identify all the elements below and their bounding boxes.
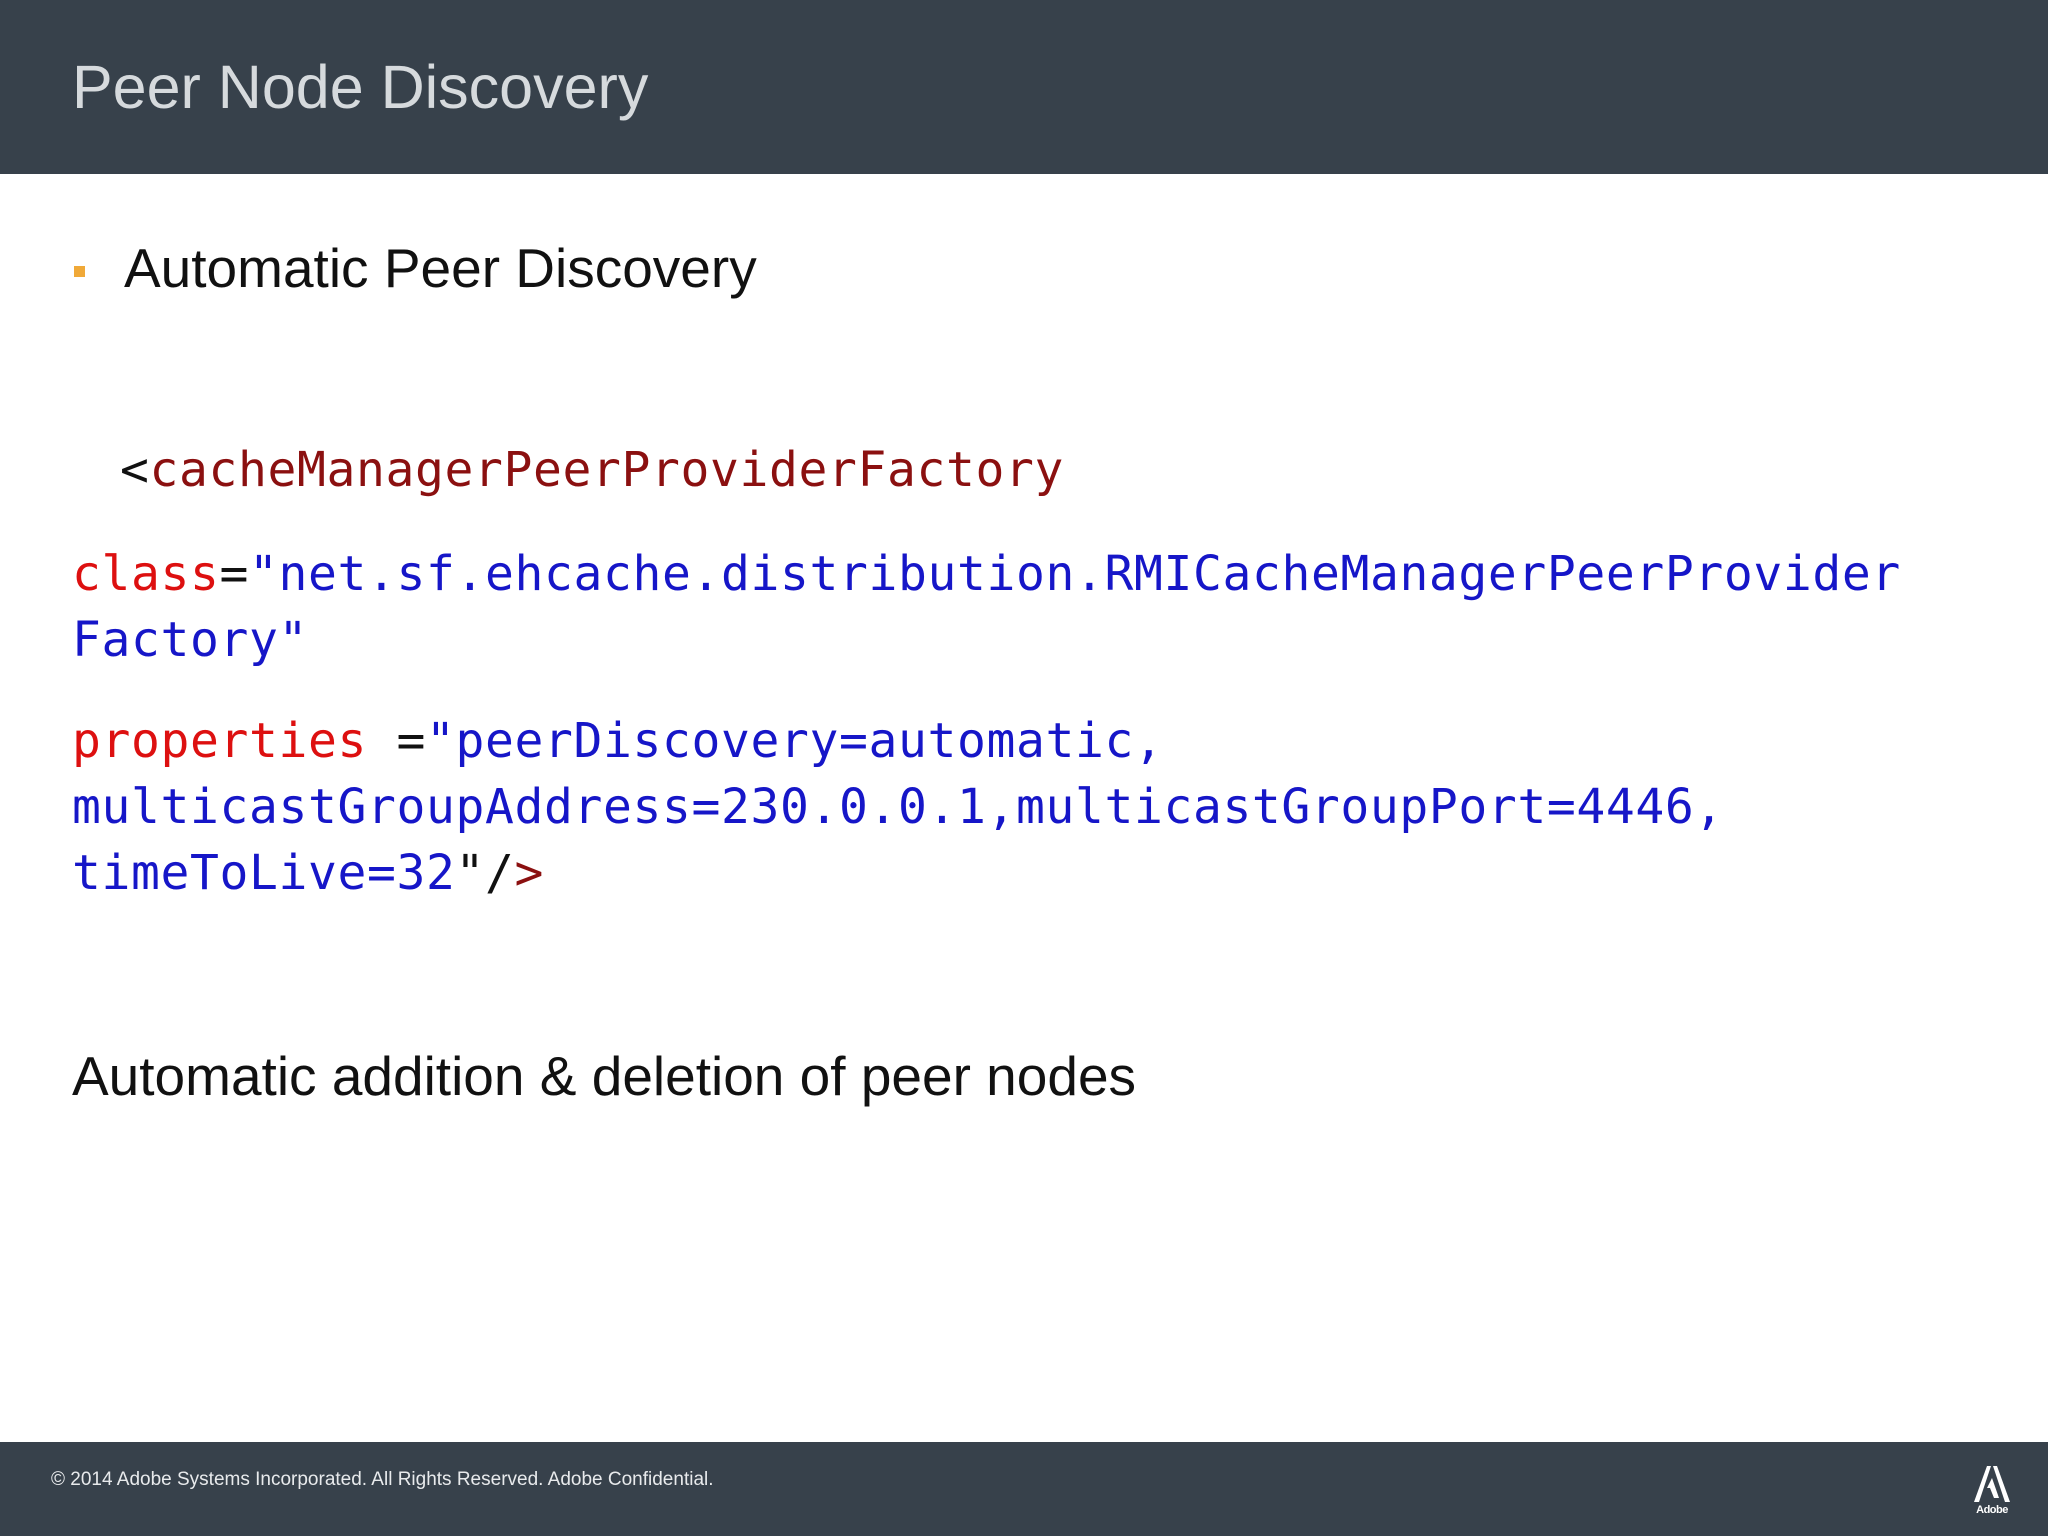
code-equals: = [219, 546, 249, 602]
code-line-2: class="net.sf.ehcache.distribution.RMICa… [72, 541, 1901, 607]
slide-header: Peer Node Discovery [0, 0, 2048, 174]
code-line-4: properties ="peerDiscovery=automatic, [72, 708, 1163, 774]
slide-title: Peer Node Discovery [72, 53, 649, 121]
code-line-5: multicastGroupAddress=230.0.0.1,multicas… [72, 774, 1724, 840]
code-properties-value: "peerDiscovery=automatic, [425, 713, 1164, 769]
adobe-logo-mark-icon [1974, 1466, 2010, 1502]
code-attr-properties: properties [72, 713, 367, 769]
copyright-text: © 2014 Adobe Systems Incorporated. All R… [51, 1469, 714, 1490]
square-bullet-icon [74, 266, 85, 277]
code-line-6: timeToLive=32"/> [72, 840, 544, 906]
code-close-quote: " [455, 845, 485, 901]
code-close-bracket: > [514, 845, 544, 901]
code-class-value: "net.sf.ehcache.distribution.RMICacheMan… [249, 546, 1901, 602]
code-line-1: <cacheManagerPeerProviderFactory [120, 437, 1064, 503]
code-tag-name: cacheManagerPeerProviderFactory [149, 442, 1064, 498]
slide-footer: © 2014 Adobe Systems Incorporated. All R… [0, 1442, 2048, 1536]
code-properties-value-end: timeToLive=32 [72, 845, 456, 901]
adobe-logo-icon: Adobe [1972, 1464, 2012, 1518]
adobe-logo-wordmark: Adobe [1976, 1504, 2008, 1516]
code-slash: / [484, 845, 515, 901]
code-attr-class: class [72, 546, 220, 602]
code-equals: = [366, 713, 426, 769]
code-line-3: Factory" [72, 607, 308, 673]
code-properties-value-cont: multicastGroupAddress=230.0.0.1,multicas… [72, 779, 1724, 835]
code-open-bracket: < [120, 442, 150, 498]
bullet-text: Automatic Peer Discovery [124, 237, 757, 299]
code-class-value-cont: Factory" [72, 612, 308, 668]
note-text: Automatic addition & deletion of peer no… [72, 1045, 1137, 1107]
